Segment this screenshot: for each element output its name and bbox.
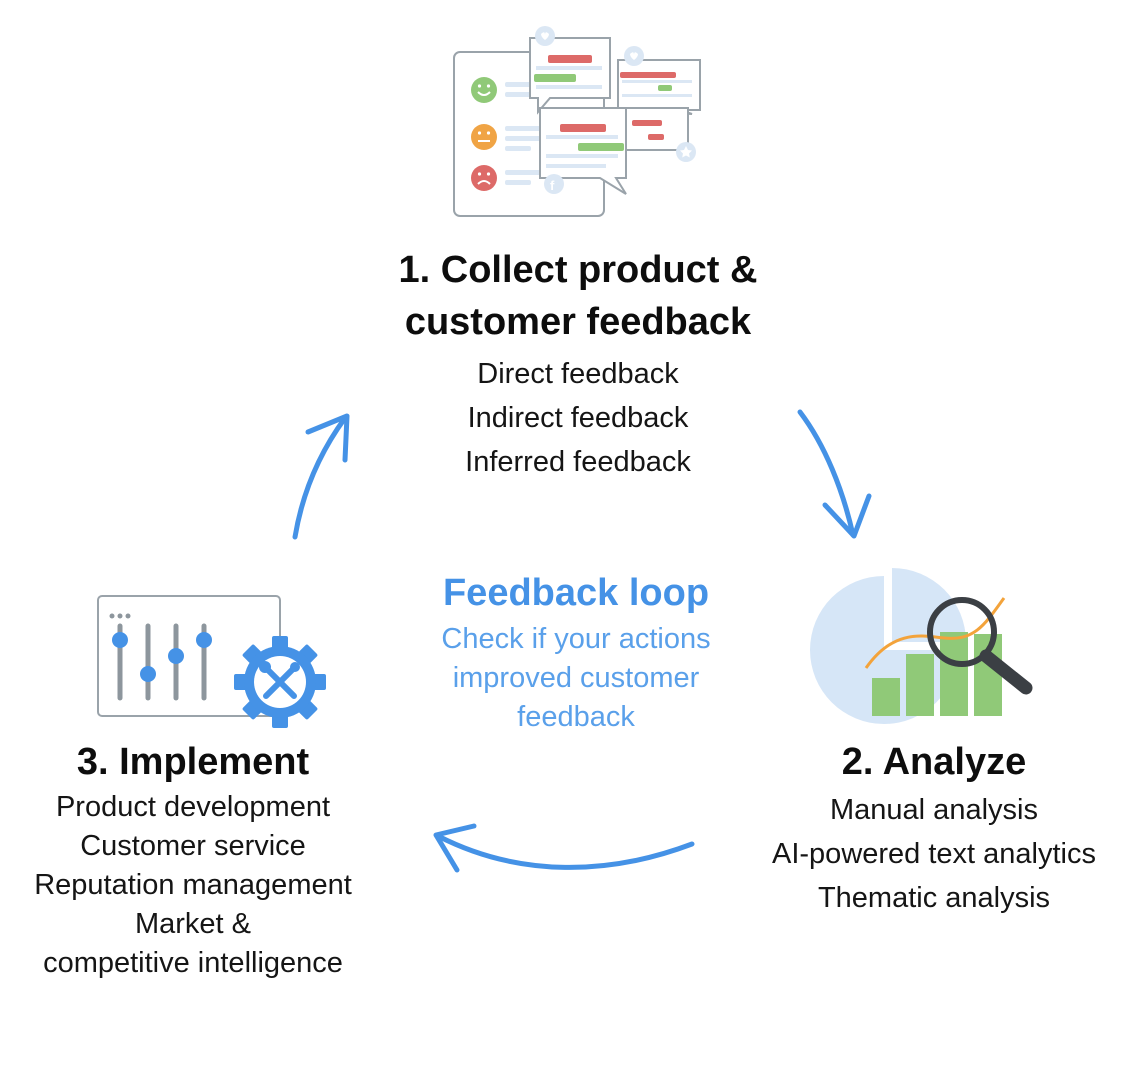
- gear-icon: [234, 636, 326, 728]
- comment-bubble: [529, 26, 611, 115]
- bar-chart-shape: [872, 632, 1002, 716]
- feedback-collection-icon: f: [453, 26, 701, 217]
- arrow-head-analyze-to-implement: [433, 823, 477, 873]
- step-implement-item: Market &: [134, 908, 252, 940]
- comment-bubble: [617, 46, 701, 115]
- step-collect-title: 1. Collect product & customer feedback: [318, 244, 838, 348]
- arrow-collect-to-analyze: [797, 409, 856, 538]
- step-collect-item: Indirect feedback: [467, 402, 689, 434]
- slider-knob: [112, 632, 128, 648]
- feedback-loop-description-line: Check if your actions: [441, 623, 711, 655]
- arrow-head-implement-to-collect: [305, 413, 350, 463]
- feedback-loop-center: Feedback loop Check if your actions impr…: [376, 566, 776, 737]
- step-collect-items: Direct feedback Indirect feedback Inferr…: [318, 352, 838, 484]
- step-collect: 1. Collect product & customer feedback D…: [318, 244, 838, 484]
- step-collect-title-line1: 1. Collect product &: [398, 249, 758, 291]
- step-analyze-item: AI-powered text analytics: [772, 838, 1096, 870]
- step-implement: 3. Implement Product development Custome…: [0, 736, 386, 983]
- magnifier-icon: [927, 597, 1033, 695]
- step-implement-item: Reputation management: [34, 869, 352, 901]
- arrow-analyze-to-implement: [435, 833, 695, 870]
- comment-bubble: [625, 107, 696, 162]
- step-analyze-title: 2. Analyze: [841, 741, 1027, 783]
- arrow-group: [292, 409, 872, 873]
- step-implement-item: competitive intelligence: [43, 947, 343, 979]
- happy-face-icon: [471, 77, 497, 103]
- slider-controls: [112, 623, 212, 701]
- feedback-loop-description: Check if your actions improved customer …: [376, 620, 776, 737]
- wrench-screwdriver-icon: [263, 665, 297, 699]
- step-implement-item: Product development: [55, 791, 331, 823]
- step-analyze-item: Thematic analysis: [817, 882, 1051, 914]
- step-analyze: 2. Analyze Manual analysis AI-powered te…: [736, 736, 1132, 920]
- neutral-face-icon: [471, 124, 497, 150]
- step-collect-item: Inferred feedback: [465, 446, 691, 478]
- sad-face-icon: [471, 165, 497, 191]
- step-implement-items: Product development Customer service Rep…: [0, 788, 386, 983]
- analytics-magnifier-icon: [810, 568, 1033, 724]
- slider-knob: [196, 632, 212, 648]
- step-implement-title: 3. Implement: [76, 741, 310, 783]
- step-implement-item: Customer service: [80, 830, 306, 862]
- arrow-head-collect-to-analyze: [822, 493, 872, 539]
- step-analyze-items: Manual analysis AI-powered text analytic…: [736, 788, 1132, 920]
- step-collect-title-line2: customer feedback: [404, 301, 752, 343]
- trend-line: [864, 597, 1006, 669]
- settings-tools-icon: [97, 595, 326, 728]
- svg-text:f: f: [550, 178, 555, 193]
- feedback-loop-title: Feedback loop: [442, 572, 710, 614]
- feedback-loop-description-line: improved customer: [452, 662, 700, 694]
- facebook-icon: [544, 174, 564, 194]
- step-collect-item: Direct feedback: [477, 358, 679, 390]
- arrow-implement-to-collect: [292, 415, 348, 540]
- step-analyze-item: Manual analysis: [830, 794, 1038, 826]
- slider-knob: [168, 648, 184, 664]
- slider-knob: [140, 666, 156, 682]
- feedback-loop-description-line: feedback: [517, 701, 635, 733]
